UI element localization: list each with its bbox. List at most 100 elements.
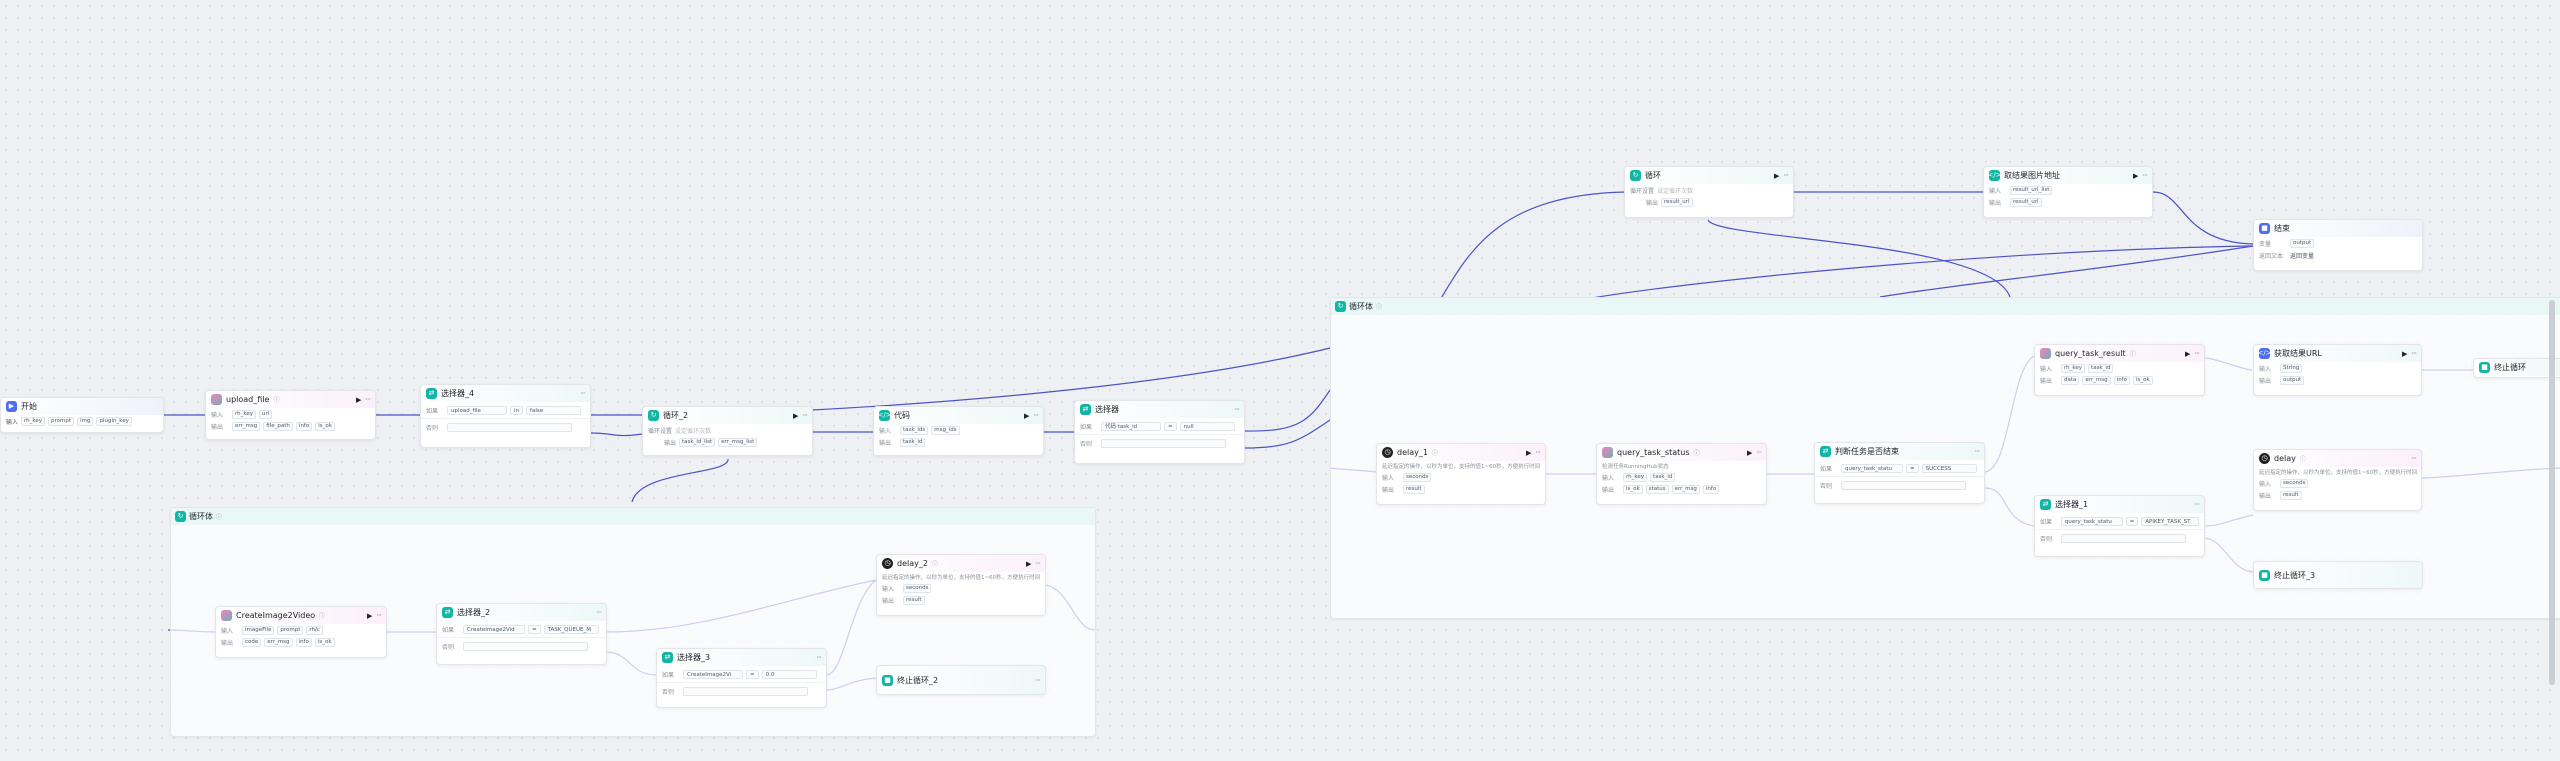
condition-var[interactable]: upload_file [447,405,507,415]
label: 返回文本 [2259,252,2284,260]
label: 输入 [1989,187,2002,195]
run-icon[interactable]: ▶ [1773,171,1780,180]
condition-var[interactable]: CreateImage2Vi [683,669,743,679]
condition-value[interactable]: 0.0 [761,669,817,679]
condition-op[interactable]: in [510,405,524,415]
run-icon[interactable]: ▶ [1025,559,1032,568]
run-icon[interactable]: ▶ [1525,448,1532,457]
param-pill: output [2290,238,2315,248]
label: 输出 [2259,377,2272,385]
more-icon[interactable]: ··· [1035,675,1041,685]
run-icon[interactable]: ▶ [1746,448,1753,457]
label: 如果 [2040,518,2053,526]
label: 输入 [1382,474,1395,482]
run-icon[interactable]: ▶ [355,395,362,404]
more-icon[interactable]: ··· [816,653,822,662]
more-icon[interactable]: ··· [2194,349,2200,358]
more-icon[interactable]: ··· [580,389,586,398]
node-description: 延迟指定的操作，以秒为单位，支持的值1~60秒，方便执行时间 [2259,470,2418,476]
param-pill: result [903,595,925,605]
run-icon[interactable]: ▶ [2401,349,2408,358]
condition-op[interactable]: = [2125,516,2139,526]
label: 输入 [2259,480,2272,488]
more-icon[interactable]: ··· [2411,349,2417,358]
more-icon[interactable]: ··· [1535,448,1541,457]
condition-op[interactable]: = [528,624,541,634]
more-icon[interactable]: ··· [1756,448,1762,457]
more-icon[interactable]: ··· [376,611,382,620]
label: 输入 [221,627,234,635]
condition-value[interactable]: SUCCESS [1921,463,1977,473]
more-icon[interactable]: ··· [1974,447,1980,456]
more-icon[interactable]: ··· [365,395,371,404]
node-title: 选择器 [1095,405,1119,414]
condition-value[interactable]: null [1179,421,1235,431]
node-title: 终止循环 [2494,363,2526,372]
condition-value[interactable]: false [526,405,582,415]
more-icon[interactable]: ··· [802,411,808,420]
condition-var[interactable]: 代码 task_id [1101,421,1161,431]
condition-var[interactable]: query_task_statu [1841,463,1903,473]
label: 输出 [879,439,892,447]
label: 输入 [2259,365,2272,373]
stop-loop-node[interactable]: ■ 终止循环 [2473,358,2560,378]
condition-op[interactable]: = [1906,463,1919,473]
plugin-icon [211,394,222,405]
clock-icon: ◷ [2259,453,2270,464]
more-icon[interactable]: ··· [2194,500,2200,509]
more-icon[interactable]: ··· [2142,171,2148,180]
selector-node[interactable]: ⇄选择器··· 如果代码 task_id=null 否则 [1074,400,1245,464]
param-pill: data [2061,375,2080,385]
condition-op[interactable]: = [746,669,759,679]
stop-loop-2-node[interactable]: ■终止循环_2··· [876,665,1046,695]
info-icon: ⓘ [273,397,280,404]
stop-loop-3-node[interactable]: ■终止循环_3 [2253,561,2423,589]
condition-value[interactable]: TASK_QUEUE_M [543,624,599,634]
param-pill: result_url_list [2010,185,2053,195]
label: 输出 [211,423,224,431]
stop-icon: ■ [882,674,893,686]
more-icon[interactable]: ··· [1035,559,1041,568]
selector-icon: ⇄ [662,652,673,663]
end-icon: ■ [2259,223,2270,234]
run-icon[interactable]: ▶ [792,411,799,420]
more-icon[interactable]: ··· [596,608,602,617]
condition-var[interactable]: CreateImage2Vid [463,624,525,634]
run-icon[interactable]: ▶ [2184,349,2191,358]
node-title: 获取结果URL [2274,349,2322,358]
condition-var[interactable]: query_task_statu [2060,516,2123,526]
run-icon[interactable]: ▶ [1023,411,1030,420]
condition-op[interactable]: = [1164,421,1177,431]
vertical-scrollbar[interactable] [2549,300,2555,685]
more-icon[interactable]: ··· [2411,454,2417,463]
more-icon[interactable]: ··· [1033,411,1039,420]
run-icon[interactable]: ▶ [2132,171,2139,180]
more-icon[interactable]: ··· [1783,171,1789,180]
condition-value[interactable]: APIKEY_TASK_ST [2141,516,2199,526]
node-title: 代码 [894,411,910,420]
run-icon[interactable]: ▶ [366,611,373,620]
stop-icon: ■ [2479,362,2490,373]
more-icon[interactable]: ··· [1234,405,1240,414]
